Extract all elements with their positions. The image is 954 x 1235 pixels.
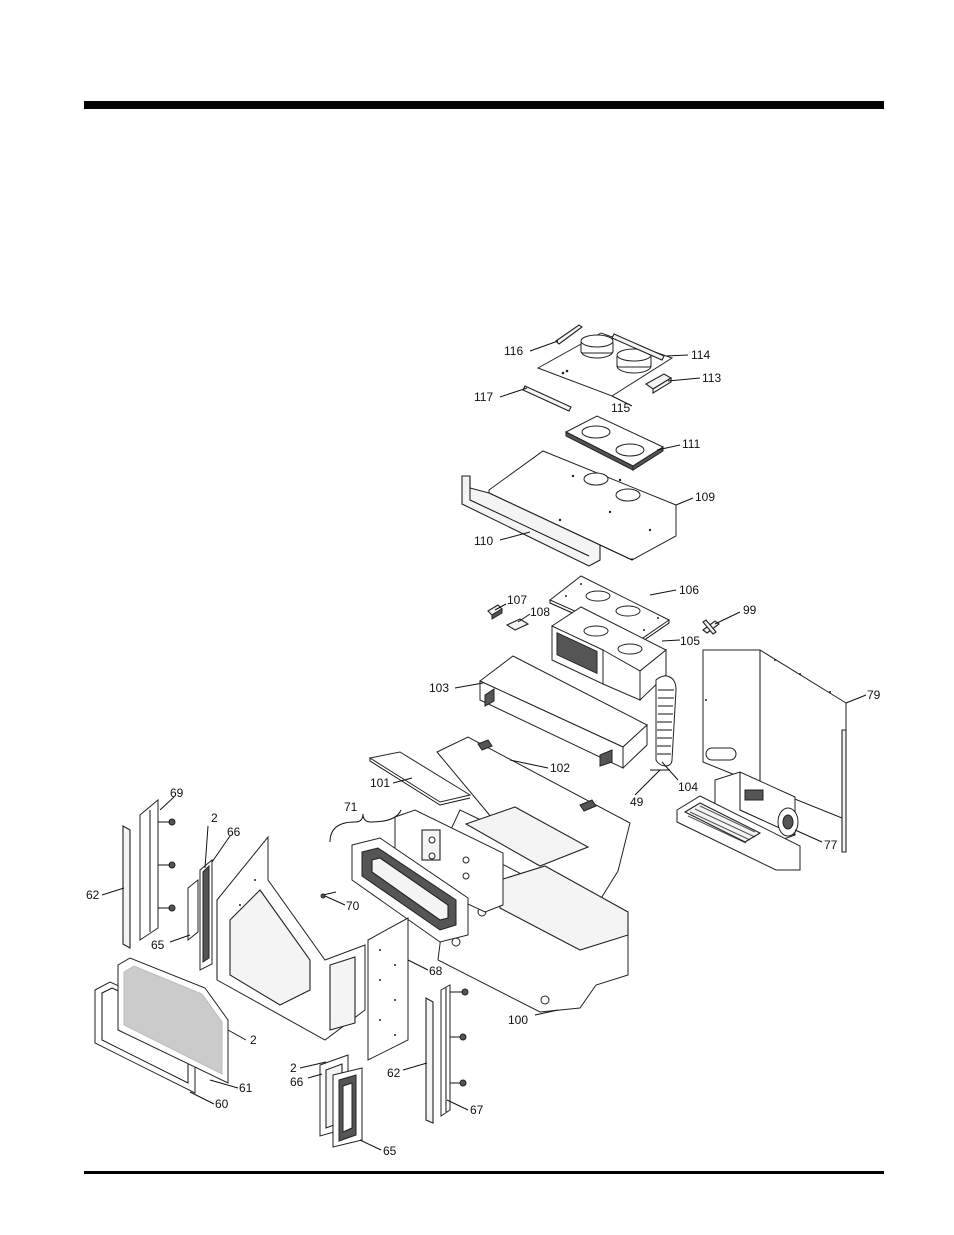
label-109: 109 <box>695 490 715 504</box>
part-99-clip <box>703 620 719 634</box>
label-99: 99 <box>743 603 757 617</box>
label-115: 115 <box>611 401 630 415</box>
part-65-gasket-left <box>188 880 198 940</box>
label-102: 102 <box>550 761 570 775</box>
label-100: 100 <box>508 1013 528 1027</box>
label-60: 60 <box>215 1097 229 1111</box>
label-71: 71 <box>344 800 358 814</box>
part-68-side-panel <box>368 918 408 1060</box>
label-2-bottom: 2 <box>290 1061 297 1075</box>
part-116-strip <box>556 325 582 344</box>
label-65-bottom: 65 <box>383 1144 397 1158</box>
label-70: 70 <box>346 899 360 913</box>
label-68: 68 <box>429 964 443 978</box>
label-66-bottom: 66 <box>290 1075 304 1089</box>
label-116: 116 <box>504 344 523 358</box>
label-107: 107 <box>507 593 527 607</box>
label-62-right: 62 <box>387 1066 401 1080</box>
part-firebox-shell <box>217 837 365 1040</box>
label-61: 61 <box>239 1081 253 1095</box>
label-103: 103 <box>429 681 449 695</box>
part-62-trim-right <box>426 998 433 1123</box>
part-62-trim-left <box>123 826 130 948</box>
part-113-bracket <box>646 374 671 393</box>
label-79: 79 <box>867 688 881 702</box>
label-62-left: 62 <box>86 888 100 902</box>
part-69-side-bracket <box>140 800 158 940</box>
label-114: 114 <box>691 348 710 362</box>
label-66-upper: 66 <box>227 825 241 839</box>
label-101: 101 <box>370 776 390 790</box>
part-111-plate <box>566 416 663 470</box>
label-104: 104 <box>678 780 698 794</box>
part-104-flex-duct <box>656 676 676 766</box>
label-67: 67 <box>470 1103 484 1117</box>
label-69: 69 <box>170 786 184 800</box>
label-2-door: 2 <box>250 1033 257 1047</box>
label-106: 106 <box>679 583 699 597</box>
label-65-left: 65 <box>151 938 165 952</box>
part-fasteners-left <box>158 819 175 911</box>
label-2-upper: 2 <box>211 811 218 825</box>
label-113: 113 <box>702 371 721 385</box>
part-66-gasket-left <box>200 860 212 970</box>
label-49: 49 <box>630 795 644 809</box>
label-77: 77 <box>824 838 838 852</box>
part-65-gasket-bottom <box>333 1068 362 1147</box>
part-67-side-bracket <box>441 985 450 1116</box>
label-105: 105 <box>680 634 700 648</box>
part-117-strip <box>523 386 571 411</box>
part-71-bracket-brace <box>330 810 401 842</box>
label-110: 110 <box>474 534 493 548</box>
label-108: 108 <box>530 605 550 619</box>
label-117: 117 <box>474 390 493 404</box>
part-108-bracket <box>507 619 528 630</box>
part-fasteners-right <box>450 989 468 1086</box>
label-111: 111 <box>682 437 701 451</box>
